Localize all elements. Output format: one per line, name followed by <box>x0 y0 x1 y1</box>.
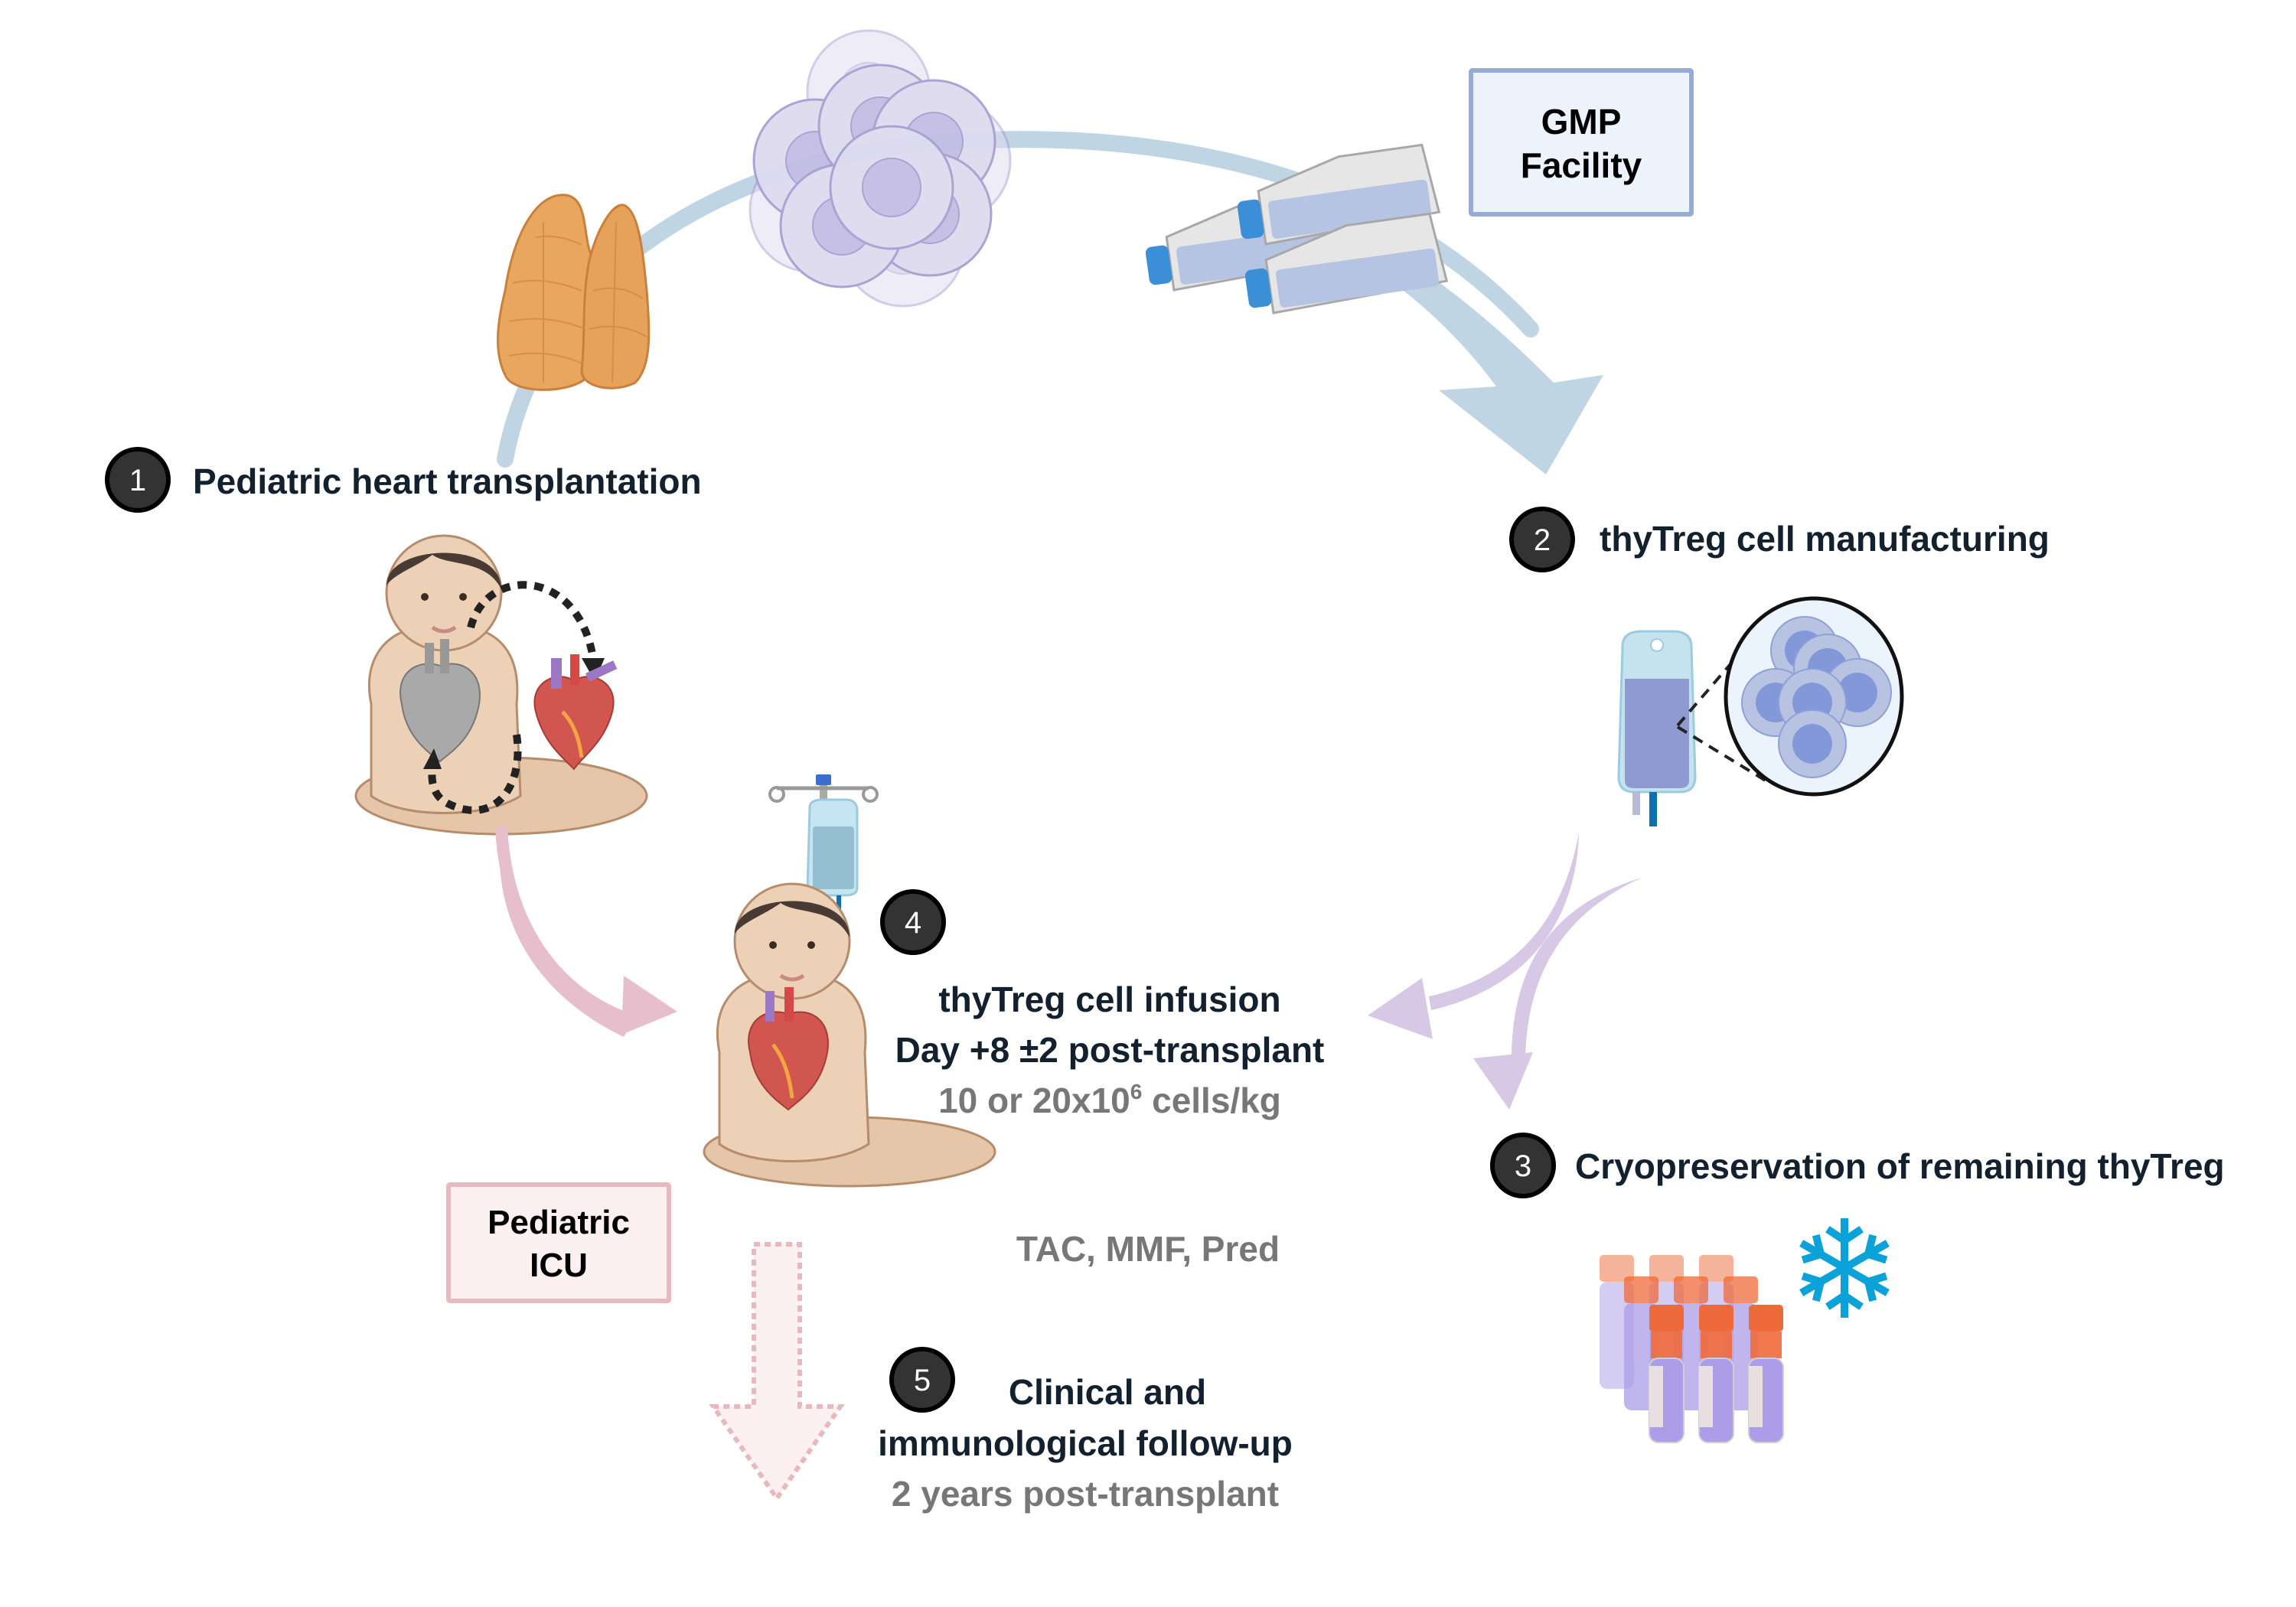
step-badge-3: 3 <box>1490 1133 1556 1198</box>
step-3-label: Cryopreservation of remaining thyTreg <box>1575 1146 2225 1186</box>
purple-arrows <box>1368 833 1642 1110</box>
step-3: 3 Cryopreservation of remaining thyTreg <box>1490 1133 2225 1198</box>
step-1: 1 Pediatric heart transplantation <box>105 447 702 513</box>
step-badge-4: 4 <box>880 889 946 955</box>
gmp-label-line1: GMP <box>1541 102 1622 142</box>
pink-arrow <box>495 826 677 1037</box>
snowflake-icon <box>1799 1218 1890 1318</box>
zoom-lines <box>1676 641 1773 786</box>
thymus-icon <box>497 194 651 391</box>
step-5: 5 Clinical and immunological follow-up 2… <box>878 1347 1293 1514</box>
pediatric-icu-box: Pediatric ICU <box>446 1182 671 1303</box>
step-5-label-line1: Clinical and <box>1009 1372 1206 1412</box>
grey-heart-icon <box>400 639 481 763</box>
culture-flask-icon <box>1145 143 1449 315</box>
svg-text:4: 4 <box>905 906 921 940</box>
step-2-label: thyTreg cell manufacturing <box>1600 519 2050 559</box>
step-5-label-line2: immunological follow-up <box>878 1423 1293 1463</box>
step-4-timing: Day +8 ±2 post-transplant <box>895 1030 1325 1070</box>
step-badge-2: 2 <box>1509 507 1575 572</box>
gmp-label-line2: Facility <box>1521 145 1642 185</box>
icu-label-line1: Pediatric <box>488 1204 630 1241</box>
step-1-label: Pediatric heart transplantation <box>193 461 702 501</box>
cell-cluster-icon <box>748 29 1012 308</box>
heart-icon <box>533 654 618 771</box>
svg-text:1: 1 <box>129 464 146 497</box>
step-4: 4 thyTreg cell infusion Day +8 ±2 post-t… <box>880 889 1325 1120</box>
transplanted-heart-icon <box>748 987 829 1111</box>
step-2: 2 thyTreg cell manufacturing <box>1509 507 2050 572</box>
medication-text: TAC, MMF, Pred <box>1016 1229 1280 1269</box>
step-4-label: thyTreg cell infusion <box>938 980 1280 1019</box>
step-5-duration: 2 years post-transplant <box>892 1474 1279 1514</box>
step-badge-5: 5 <box>889 1347 955 1413</box>
svg-text:5: 5 <box>914 1364 931 1397</box>
step-4-dose: 10 or 20x106 cells/kg <box>938 1080 1281 1120</box>
magnified-cells-icon <box>1724 596 1904 797</box>
follow-up-arrow <box>709 1242 845 1503</box>
icu-label-line2: ICU <box>530 1247 588 1284</box>
gmp-facility-box: GMP Facility <box>1469 68 1694 217</box>
cycle-arrow <box>497 131 1603 474</box>
svg-text:2: 2 <box>1534 523 1551 557</box>
infusion-bag-icon <box>1617 630 1697 826</box>
cryovial-icon <box>1600 1255 1784 1443</box>
baby-icon-infusion <box>703 882 996 1188</box>
step-badge-1: 1 <box>105 447 171 513</box>
svg-text:3: 3 <box>1515 1149 1531 1183</box>
